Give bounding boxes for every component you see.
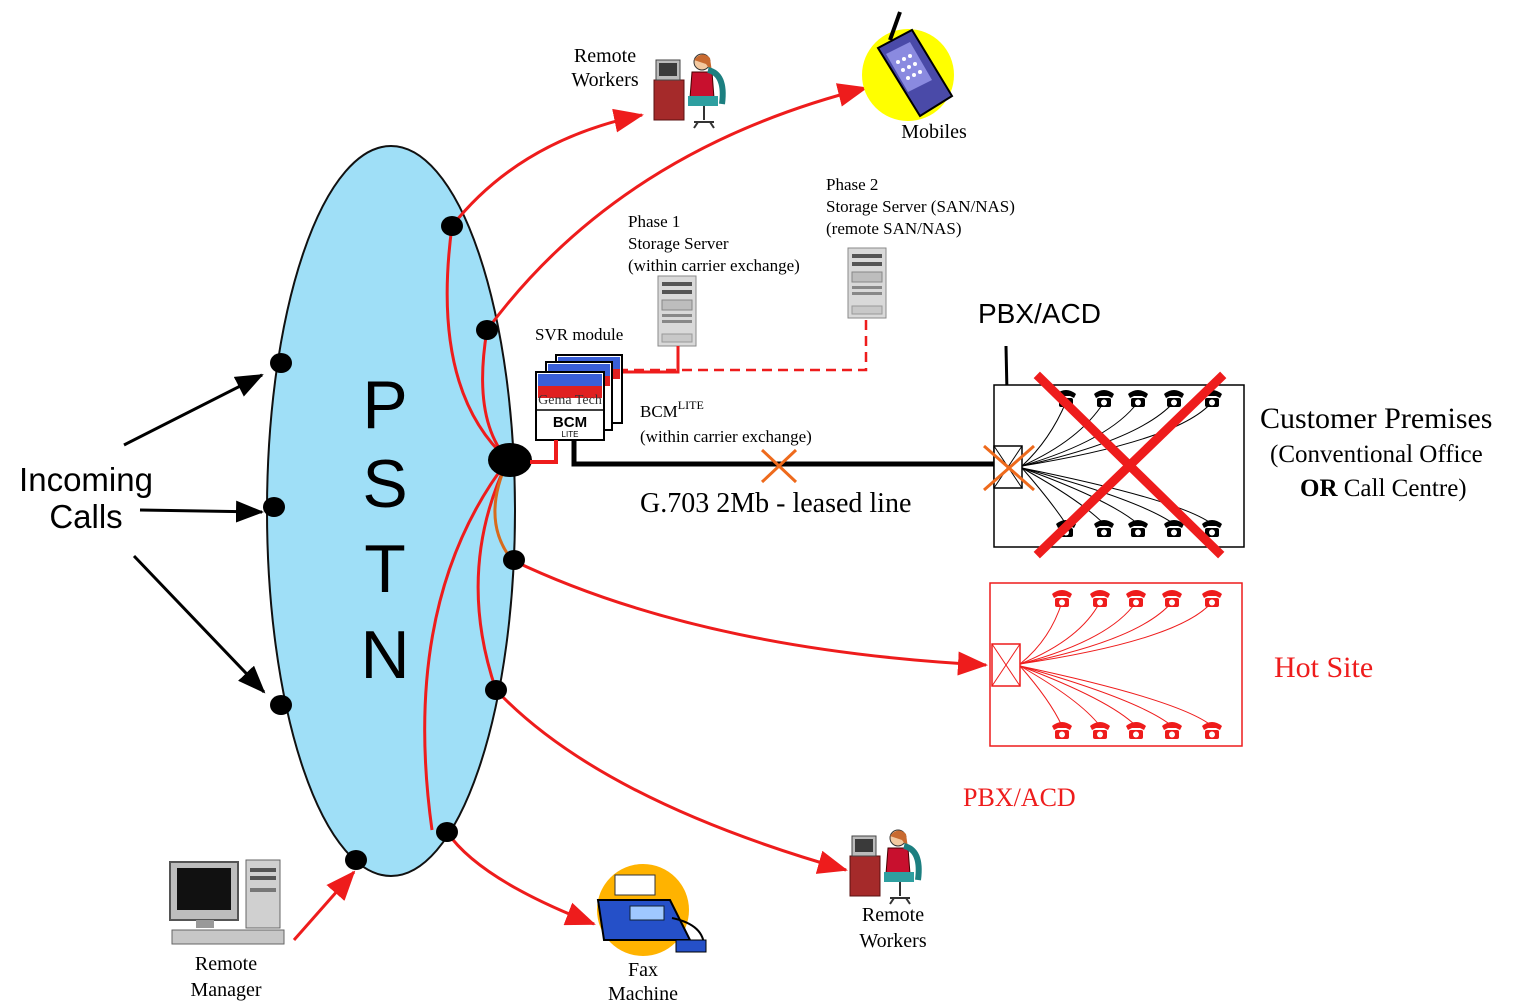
remote-workers-bottom-line2: Workers [859, 930, 926, 952]
remote-worker-icon [850, 830, 919, 904]
customer-premises-box [993, 384, 1245, 548]
bcm-lite-label: BCMLITE [640, 398, 704, 421]
pbx-acd-bottom-label: PBX/ACD [963, 783, 1076, 812]
remote-workers-top-line1: Remote [574, 45, 636, 67]
node [503, 550, 525, 570]
bcm-lite-note: (within carrier exchange) [640, 427, 812, 446]
mobiles-label: Mobiles [901, 121, 967, 143]
incoming-calls-line1: Incoming [19, 461, 153, 498]
node [345, 850, 367, 870]
customer-premises-line1: Customer Premises [1260, 402, 1493, 435]
leased-line [571, 440, 994, 467]
mobile-phone-icon [862, 11, 954, 121]
phase2-link [606, 320, 868, 372]
remote-manager-computer-icon [169, 859, 285, 945]
node [476, 320, 498, 340]
bcm-box-brand: Gema Tech [538, 393, 602, 408]
phase2-line1: Phase 2 [826, 175, 878, 194]
node [441, 216, 463, 236]
remote-workers-top-line2: Workers [571, 69, 638, 91]
pstn-letter-p: P [362, 367, 407, 443]
remote-worker-icon [654, 54, 723, 128]
phase2-line3: (remote SAN/NAS) [826, 219, 962, 238]
hot-site-wiring [1019, 601, 1213, 727]
incoming-calls-line2: Calls [49, 498, 122, 535]
bcm-box-label: BCM [553, 414, 587, 431]
bcm-lite-sup: LITE [678, 398, 704, 412]
node [485, 680, 507, 700]
customer-pbx-icon [983, 444, 1035, 492]
outbound-links [292, 83, 1014, 941]
pstn-letter-s: S [362, 446, 407, 522]
hot-site-label: Hot Site [1274, 651, 1373, 684]
phase1-server-icon [657, 275, 697, 347]
remote-workers-bottom-line1: Remote [862, 904, 924, 926]
phase2-server-icon [847, 247, 887, 319]
pstn-nodes [263, 216, 532, 870]
remote-manager-line1: Remote [195, 953, 257, 975]
pstn-internal-routes [423, 225, 514, 831]
phase1-line3: (within carrier exchange) [628, 256, 800, 275]
node [263, 497, 285, 517]
leased-line-label: G.703 2Mb - leased line [640, 488, 911, 519]
hot-site-pbx-icon [991, 643, 1021, 687]
phase1-line2: Storage Server [628, 234, 729, 253]
svr-module-label: SVR module [535, 325, 623, 344]
customer-premises-or: OR [1300, 475, 1338, 502]
customer-premises-cross-icon [1033, 371, 1227, 559]
bcm-hub-link [530, 440, 558, 464]
pbx-acd-top-label: PBX/ACD [978, 298, 1101, 329]
fax-machine-line2: Machine [608, 983, 678, 1005]
fax-machine-icon [596, 864, 707, 956]
customer-premises-rest: Call Centre) [1338, 475, 1467, 502]
remote-manager-line2: Manager [190, 979, 261, 1001]
bcm-module-icon [535, 354, 623, 441]
customer-premises-line2: (Conventional Office [1270, 441, 1483, 468]
phase1-link [606, 346, 680, 374]
incoming-arrows [123, 345, 1019, 694]
node [270, 695, 292, 715]
hot-site-box [989, 582, 1243, 747]
fax-machine-line1: Fax [628, 959, 658, 981]
customer-premises-line3: OR Call Centre) [1300, 475, 1467, 502]
bcm-box-sub: LITE [562, 430, 579, 439]
phase2-line2: Storage Server (SAN/NAS) [826, 197, 1015, 216]
phase1-line1: Phase 1 [628, 212, 680, 231]
pstn-letter-n: N [360, 617, 409, 693]
leased-line-broken-icon [760, 448, 798, 484]
pstn-letter-t: T [364, 531, 406, 607]
node [270, 353, 292, 373]
bcm-lite-main: BCM [640, 402, 678, 421]
node [436, 822, 458, 842]
hub-node [488, 443, 532, 477]
